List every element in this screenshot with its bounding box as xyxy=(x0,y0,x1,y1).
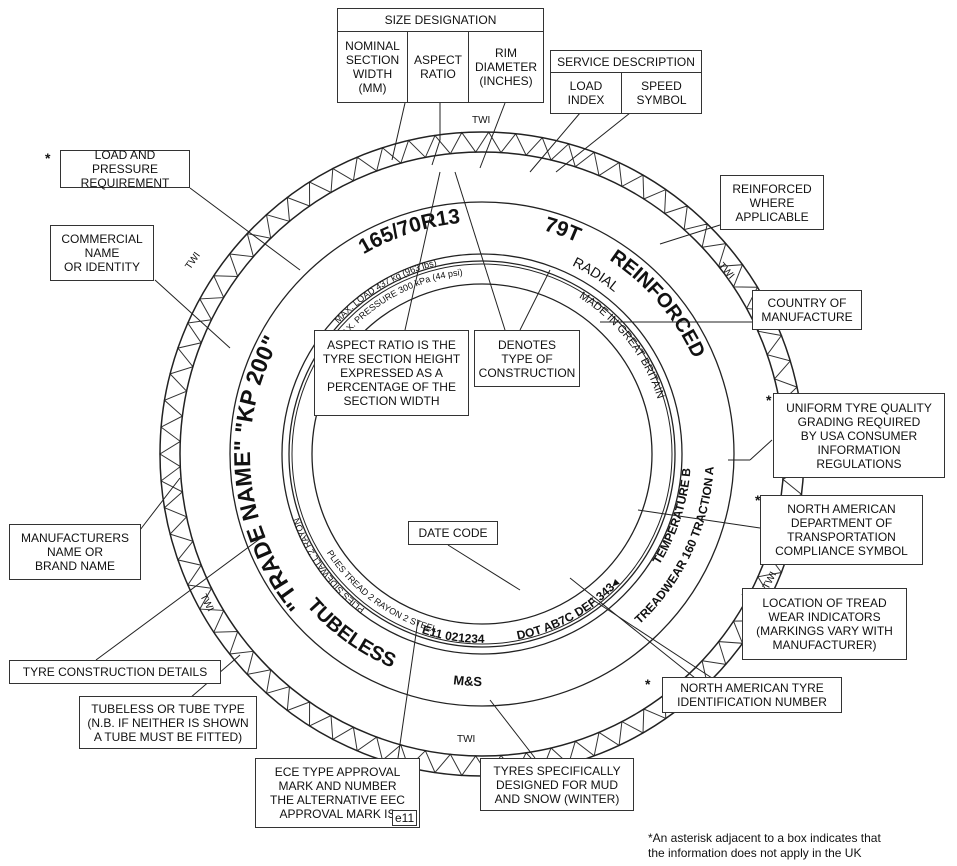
aspect-ratio-note-box: ASPECT RATIO IS THE TYRE SECTION HEIGHT … xyxy=(314,330,469,416)
e11-mark: e11 xyxy=(392,810,418,826)
leader-mud-snow xyxy=(489,699,536,759)
leader-construction-2 xyxy=(519,269,551,331)
twi-marker-bottom: TWI xyxy=(457,734,475,745)
service-marking: 79T xyxy=(542,213,585,247)
trade-name-marking: "TRADE NAME" "KP 200" xyxy=(229,331,308,616)
nominal-width-box: NOMINAL SECTION WIDTH (MM) xyxy=(337,31,408,103)
bead-ring-outer xyxy=(281,253,683,655)
leader-aspect-ratio xyxy=(431,139,441,166)
mud-snow-box: TYRES SPECIFICALLY DESIGNED FOR MUD AND … xyxy=(480,758,634,811)
leader-commercial-name xyxy=(154,279,231,349)
load-index-box: LOAD INDEX xyxy=(550,72,622,114)
leader-na-id-2 xyxy=(569,577,701,683)
load-pressure-box: LOAD AND PRESSURE REQUIREMENT xyxy=(60,148,190,190)
leader-load-index xyxy=(529,112,581,173)
leader-reinforced xyxy=(659,224,721,245)
dot-symbol-box: NORTH AMERICAN DEPARTMENT OF TRANSPORTAT… xyxy=(760,495,923,565)
sidewall-ring xyxy=(229,201,735,707)
rim-ring xyxy=(311,283,653,625)
leader-nominal-width xyxy=(391,102,406,161)
treadwear-marking: TREADWEAR 160 TRACTION A xyxy=(632,466,717,627)
asterisk-na-id: * xyxy=(645,676,651,692)
tubeless-box: TUBELESS OR TUBE TYPE (N.B. IF NEITHER I… xyxy=(79,696,257,749)
leader-construction-details xyxy=(95,534,266,661)
construction-details-box: TYRE CONSTRUCTION DETAILS xyxy=(9,660,221,684)
rim-diameter-box: RIM DIAMETER (INCHES) xyxy=(468,31,544,103)
twi-marker-upper-left: TWI xyxy=(183,250,203,271)
leader-na-id-1 xyxy=(589,597,716,681)
leader-ece xyxy=(397,619,419,759)
na-tyre-id-box: NORTH AMERICAN TYRE IDENTIFICATION NUMBE… xyxy=(662,677,842,713)
leader-manufacturer xyxy=(139,477,181,531)
tread-wear-box: LOCATION OF TREAD WEAR INDICATORS (MARKI… xyxy=(742,588,907,660)
service-description-box: SERVICE DESCRIPTION xyxy=(550,50,702,73)
leader-load-pressure xyxy=(189,187,301,271)
twi-marker-upper-right: TWI xyxy=(716,261,736,282)
leader-utqg xyxy=(749,439,773,461)
date-code-box: DATE CODE xyxy=(408,521,498,545)
twi-marker-top: TWI xyxy=(472,115,490,126)
asterisk-utqg: * xyxy=(766,392,772,408)
leader-lines xyxy=(95,80,773,759)
ms-marking: M&S xyxy=(453,672,483,689)
asterisk-load-pressure: * xyxy=(45,150,51,166)
speed-symbol-box: SPEED SYMBOL xyxy=(621,72,702,114)
footnote: *An asterisk adjacent to a box indicates… xyxy=(648,831,881,860)
leader-rim-diameter xyxy=(479,102,506,169)
manufacturer-name-box: MANUFACTURERS NAME OR BRAND NAME xyxy=(9,524,141,580)
leader-aspect-note xyxy=(404,171,441,331)
size-designation-box: SIZE DESIGNATION xyxy=(337,8,544,32)
asterisk-dot-symbol: * xyxy=(755,492,761,508)
leader-date-code xyxy=(447,544,521,591)
reinforced-marking: REINFORCED xyxy=(606,246,709,361)
leader-speed-symbol xyxy=(555,112,631,173)
leader-construction-1 xyxy=(454,171,506,331)
construction-type-box: DENOTES TYPE OF CONSTRUCTION xyxy=(474,330,580,387)
leader-dot-symbol xyxy=(637,509,761,529)
aspect-ratio-box: ASPECT RATIO xyxy=(407,31,469,103)
ece-marking: E11 021234 xyxy=(420,622,484,645)
bead-ring-3 xyxy=(291,263,673,645)
utqg-box: UNIFORM TYRE QUALITY GRADING REQUIRED BY… xyxy=(773,393,945,478)
reinforced-box: REINFORCED WHERE APPLICABLE xyxy=(720,175,824,230)
commercial-name-box: COMMERCIAL NAME OR IDENTITY xyxy=(50,225,154,281)
ece-approval-text: ECE TYPE APPROVAL MARK AND NUMBER THE AL… xyxy=(270,765,405,821)
country-marking: MADE IN GREAT BRITAIN xyxy=(577,290,666,400)
country-box: COUNTRY OF MANUFACTURE xyxy=(752,290,862,330)
bead-ring-2 xyxy=(288,260,676,648)
